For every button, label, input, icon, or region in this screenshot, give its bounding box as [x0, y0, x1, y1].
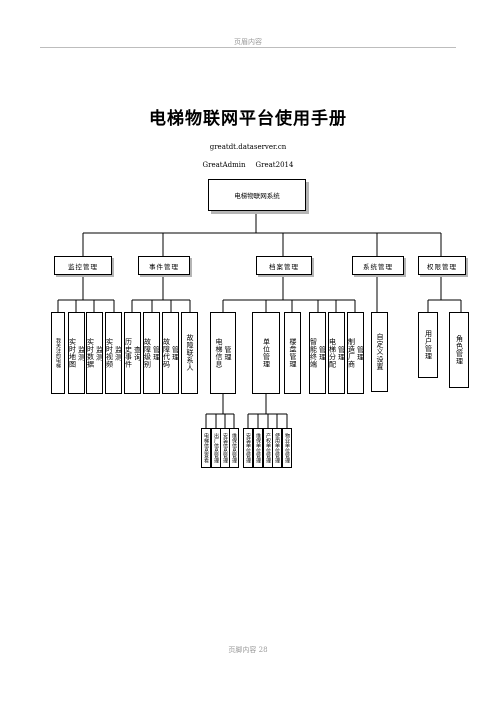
node-label-line2: 监测 [77, 345, 86, 361]
node-maintenance-info-management: 维保信息管理 [229, 428, 239, 468]
node-label-line1: 实时视频 [105, 338, 114, 368]
root-node-elevator-iot-system: 电梯物联网系统 [208, 179, 306, 211]
node-fault-contacts: 故障联系人 [181, 312, 198, 394]
node-label: 单位管理 [262, 338, 271, 368]
node-label: 维保信息管理 [231, 433, 237, 463]
node-label-line1: 制造厂商 [347, 338, 356, 368]
node-label: 用户管理 [424, 330, 433, 360]
node-maintenance-unit-management: 维保单位管理 [253, 428, 263, 468]
node-realtime-video-monitoring: 实时视频监测 [105, 312, 123, 394]
node-fault-level-management: 故障级别管理 [143, 312, 161, 394]
node-label: 出厂信息管理 [213, 433, 219, 463]
node-label-line1: 电梯分配 [328, 338, 337, 368]
node-property-company-management: 物业单位管理 [282, 428, 292, 468]
node-user-management: 用户管理 [418, 312, 438, 378]
node-label: 产权单位管理 [265, 433, 271, 463]
node-label-line1: 故障级别 [143, 338, 152, 368]
node-label-line2: 管理 [224, 345, 232, 361]
header-divider [40, 47, 456, 48]
node-label-line2: 管理 [337, 345, 346, 361]
node-manufacturer-management: 制造厂商管理 [347, 312, 365, 394]
node-label-line2: 管理 [318, 345, 327, 361]
node-label-line2: 监测 [114, 345, 123, 361]
node-installation-unit-management: 安装单位管理 [243, 428, 253, 468]
node-label-line1: 历史事件 [124, 338, 133, 368]
node-label-line2: 查询 [133, 345, 142, 361]
document-title: 电梯物联网平台使用手册 [149, 109, 347, 129]
node-realtime-data-monitoring: 实时数据监测 [86, 312, 104, 394]
node-label-line2: 监测 [95, 345, 104, 361]
login-username: GreatAdmin [202, 161, 246, 169]
node-label: 楼盘管理 [289, 338, 297, 368]
node-label-line2: 管理 [152, 345, 161, 361]
category-archives: 档案管理 [256, 256, 312, 275]
node-label-line2: 管理 [171, 345, 180, 361]
node-unit-management: 单位管理 [252, 312, 280, 394]
node-label: 自定义设置 [376, 333, 384, 371]
node-fault-code-management: 故障代码管理 [162, 312, 180, 394]
node-role-management: 角色管理 [449, 312, 469, 388]
node-label-line1: 实时数据 [86, 338, 95, 368]
node-label-line1: 智能终端 [309, 338, 318, 368]
node-elevator-info-view: 电梯信息查看 [201, 428, 211, 468]
node-label-line2: 管理 [356, 345, 365, 361]
category-monitoring: 监控管理 [54, 256, 112, 275]
node-label: 角色管理 [455, 335, 464, 365]
node-label: 维保单位管理 [255, 433, 261, 463]
node-property-management: 楼盘管理 [284, 312, 301, 394]
node-label-line1: 故障代码 [162, 338, 171, 368]
platform-url: greatdt.dataserver.cn [209, 143, 287, 151]
node-user-unit-management: 使用单位管理 [272, 428, 282, 468]
node-history-event-query: 历史事件查询 [124, 312, 142, 394]
login-credentials: GreatAdmin Great2014 [0, 161, 496, 169]
node-label: 我关注的电梯 [55, 338, 61, 368]
node-label-line1: 电梯信息 [215, 338, 223, 368]
category-permissions: 权限管理 [418, 256, 466, 275]
node-label: 物业单位管理 [284, 433, 290, 463]
node-custom-settings: 自定义设置 [371, 312, 388, 392]
node-elevator-info-management: 电梯信息管理 [210, 312, 236, 394]
node-label: 使用单位管理 [274, 433, 280, 463]
node-smart-terminal-management: 智能终端管理 [309, 312, 327, 394]
node-label-line1: 实时地图 [68, 338, 77, 368]
node-elevator-assignment-management: 电梯分配管理 [328, 312, 346, 394]
page-footer: 页脚内容 28 [228, 646, 268, 654]
page-header: 页眉内容 [234, 38, 262, 46]
category-system: 系统管理 [352, 256, 404, 275]
node-label: 电梯信息查看 [203, 433, 209, 463]
login-password: Great2014 [255, 161, 294, 169]
node-label: 安装信息管理 [222, 433, 228, 463]
node-label: 安装单位管理 [245, 433, 251, 463]
category-events: 事件管理 [138, 256, 190, 275]
node-realtime-map-monitoring: 实时地图监测 [68, 312, 86, 394]
node-my-followed-elevators: 我关注的电梯 [51, 312, 65, 394]
node-label: 故障联系人 [186, 334, 194, 372]
